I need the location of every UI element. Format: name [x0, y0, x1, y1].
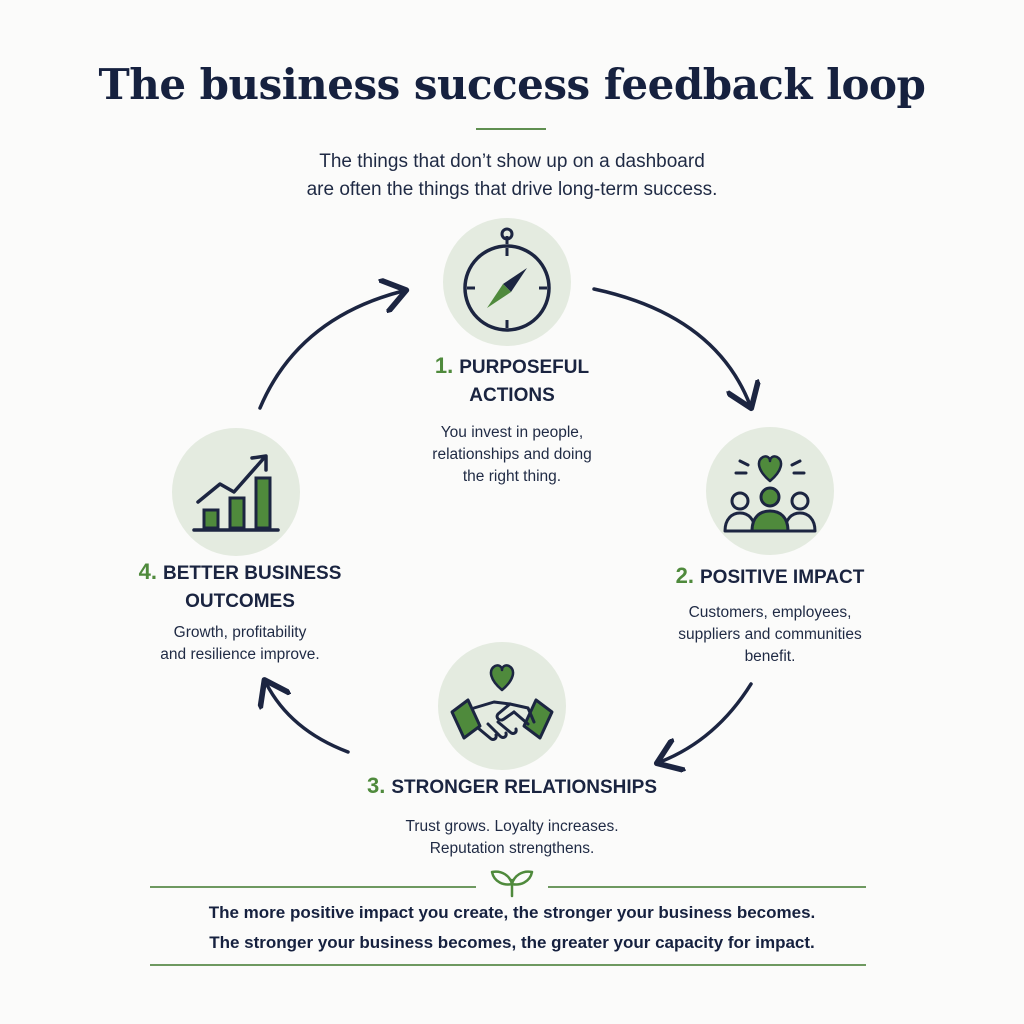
sprout-icon [490, 870, 534, 898]
step-1-description: You invest in people, relationships and … [352, 422, 672, 488]
step-4-heading: 4.BETTER BUSINESS OUTCOMES [100, 558, 380, 616]
footer-line-2: The stronger your business becomes, the … [209, 933, 815, 952]
handshake-heart-icon [450, 664, 554, 741]
compass-icon [463, 227, 551, 332]
step-1-desc-line-3: the right thing. [462, 468, 562, 485]
step-4-heading-line-2: OUTCOMES [185, 591, 295, 612]
growth-chart-icon [192, 454, 280, 532]
page-title: The business success feedback loop [98, 60, 926, 109]
step-3-desc-line-1: Trust grows. Loyalty increases. [405, 818, 619, 835]
step-3-number: 3. [366, 773, 386, 798]
arrow-3-to-4 [266, 683, 350, 754]
step-4-icon-circle [172, 428, 300, 556]
subtitle-line-1: The things that don’t show up on a dashb… [319, 151, 705, 172]
step-1-icon-circle [443, 218, 571, 346]
step-4-number: 4. [138, 559, 157, 584]
step-3-heading-line-1: STRONGER RELATIONSHIPS [391, 777, 658, 798]
step-2-desc-line-1: Customers, employees, [688, 604, 852, 621]
step-4-heading-line-1: BETTER BUSINESS [162, 563, 342, 584]
subtitle: The things that don’t show up on a dashb… [0, 148, 1024, 204]
footer-line-1: The more positive impact you create, the… [208, 903, 816, 922]
title-divider [476, 128, 546, 130]
step-3-description: Trust grows. Loyalty increases. Reputati… [312, 816, 712, 860]
people-heart-icon [723, 455, 817, 533]
step-3-heading: 3.STRONGER RELATIONSHIPS [312, 772, 712, 802]
step-2-heading-line-1: POSITIVE IMPACT [700, 567, 865, 588]
arrow-1-to-2 [592, 287, 750, 405]
footer-message: The more positive impact you create, the… [0, 898, 1024, 958]
footer-divider-right [548, 886, 866, 888]
step-2-description: Customers, employees, suppliers and comm… [620, 602, 920, 668]
arrow-4-to-1 [258, 291, 403, 410]
step-2-heading: 2. POSITIVE IMPACT [620, 562, 920, 592]
step-1-number: 1. [434, 353, 454, 378]
step-2-number: 2. [675, 563, 694, 588]
step-1-heading-line-2: ACTIONS [469, 385, 555, 406]
footer-divider-bottom [150, 964, 866, 966]
step-1-heading: 1.PURPOSEFUL ACTIONS [352, 352, 672, 410]
step-3-icon-circle [438, 642, 566, 770]
step-2-icon-circle [706, 427, 834, 555]
step-2-desc-line-3: benefit. [744, 648, 796, 665]
step-1-heading-line-1: PURPOSEFUL [459, 357, 590, 378]
step-4-desc-line-1: Growth, profitability [173, 624, 307, 641]
footer-divider-left [150, 886, 476, 888]
step-3-desc-line-2: Reputation strengthens. [429, 840, 595, 857]
step-4-description: Growth, profitability and resilience imp… [100, 622, 380, 666]
arrow-2-to-3 [660, 682, 753, 762]
subtitle-line-2: are often the things that drive long-ter… [306, 179, 718, 200]
step-1-desc-line-2: relationships and doing [432, 446, 592, 463]
step-1-desc-line-1: You invest in people, [440, 424, 584, 441]
step-2-desc-line-2: suppliers and communities [678, 626, 862, 643]
step-4-desc-line-2: and resilience improve. [160, 646, 320, 663]
